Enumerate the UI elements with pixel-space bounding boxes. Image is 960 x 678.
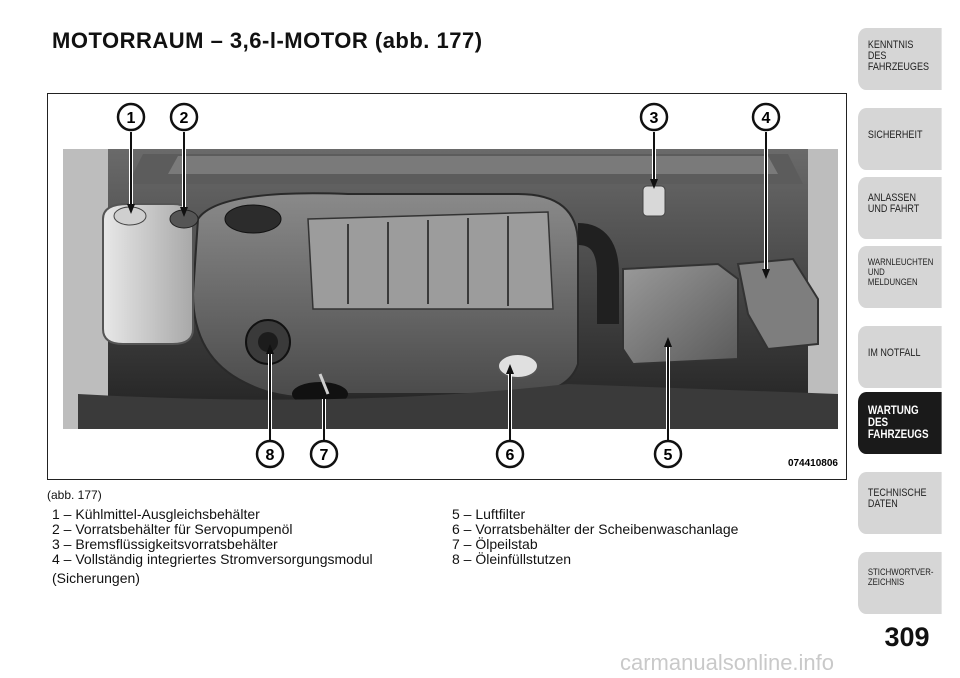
- tab-wartung-des-fahrzeugs[interactable]: WARTUNG DES FAHRZEUGS: [858, 392, 942, 454]
- page-title: MOTORRAUM – 3,6-l-MOTOR (abb. 177): [52, 28, 483, 53]
- tab-label: TECHNISCHE DATEN: [867, 487, 927, 510]
- tab-label: STICHWORTVER- ZEICHNIS: [867, 567, 934, 588]
- legend-item: 4 – Vollständig integriertes Stromversor…: [52, 551, 373, 567]
- legend-item: 2 – Vorratsbehälter für Servopumpenöl: [52, 521, 293, 537]
- legend-item: 1 – Kühlmittel-Ausgleichsbehälter: [52, 506, 260, 522]
- figure-code: 074410806: [788, 458, 838, 469]
- tab-technische-daten[interactable]: TECHNISCHE DATEN: [858, 472, 942, 534]
- callout-label-6: 6: [506, 447, 515, 464]
- legend-item: 6 – Vorratsbehälter der Scheibenwaschanl…: [452, 521, 739, 537]
- page-number: 309: [884, 622, 930, 652]
- callout-8: 8: [255, 439, 285, 469]
- legend-left: 1 – Kühlmittel-Ausgleichsbehälter 2 – Vo…: [52, 507, 373, 586]
- coolant-reservoir: [102, 203, 194, 345]
- tab-kenntnis-des-fahrzeuges[interactable]: KENNTNIS DES FAHRZEUGES: [858, 28, 942, 90]
- tab-label: SICHERHEIT: [867, 129, 923, 141]
- legend-item: 3 – Bremsflüssigkeitsvorratsbehälter: [52, 536, 278, 552]
- callout-3: 3: [639, 102, 669, 132]
- engine-compartment-illustration: 1 2 3 4 5 6 7 8 074410806: [48, 102, 846, 479]
- callout-label-1: 1: [127, 110, 136, 127]
- legend-item-continuation: (Sicherungen): [52, 570, 140, 586]
- tab-anlassen-und-fahrt[interactable]: ANLASSEN UND FAHRT: [858, 177, 942, 239]
- legend-item: 8 – Öleinfüllstutzen: [452, 551, 572, 567]
- tab-label: WARNLEUCHTEN UND MELDUNGEN: [867, 257, 934, 288]
- callout-label-7: 7: [320, 447, 329, 464]
- callout-label-2: 2: [180, 110, 189, 127]
- tab-sicherheit[interactable]: SICHERHEIT: [858, 108, 942, 170]
- callout-5: 5: [653, 439, 683, 469]
- tab-label: WARTUNG DES FAHRZEUGS: [867, 403, 929, 441]
- power-distribution-module: [736, 257, 819, 351]
- washer-fluid-reservoir: [497, 353, 539, 379]
- callout-2: 2: [169, 102, 199, 132]
- figure-caption: (abb. 177): [47, 488, 102, 502]
- callout-6: 6: [495, 439, 525, 469]
- tab-label: KENNTNIS DES FAHRZEUGES: [867, 39, 929, 73]
- callout-label-5: 5: [664, 447, 673, 464]
- callout-7: 7: [309, 439, 339, 469]
- callout-4: 4: [751, 102, 781, 132]
- tab-stichwortverzeichnis[interactable]: STICHWORTVER- ZEICHNIS: [858, 552, 942, 614]
- air-filter-box: [622, 262, 739, 366]
- watermark: carmanualsonline.info: [620, 650, 835, 675]
- tab-im-notfall[interactable]: IM NOTFALL: [858, 326, 942, 388]
- tab-warnleuchten-und-meldungen[interactable]: WARNLEUCHTEN UND MELDUNGEN: [858, 246, 942, 308]
- legend-item: 5 – Luftfilter: [452, 506, 526, 522]
- legend-item: 7 – Ölpeilstab: [452, 536, 538, 552]
- callout-label-3: 3: [650, 110, 659, 127]
- callout-label-8: 8: [266, 447, 275, 464]
- callout-label-4: 4: [762, 110, 771, 127]
- legend-right: 5 – Luftfilter 6 – Vorratsbehälter der S…: [452, 507, 738, 567]
- tab-label: IM NOTFALL: [867, 347, 921, 359]
- tab-label: ANLASSEN UND FAHRT: [867, 192, 920, 215]
- brake-fluid-reservoir: [642, 185, 666, 217]
- engine-figure: 1 2 3 4 5 6 7 8 074410806: [47, 93, 847, 480]
- callout-1: 1: [116, 102, 146, 132]
